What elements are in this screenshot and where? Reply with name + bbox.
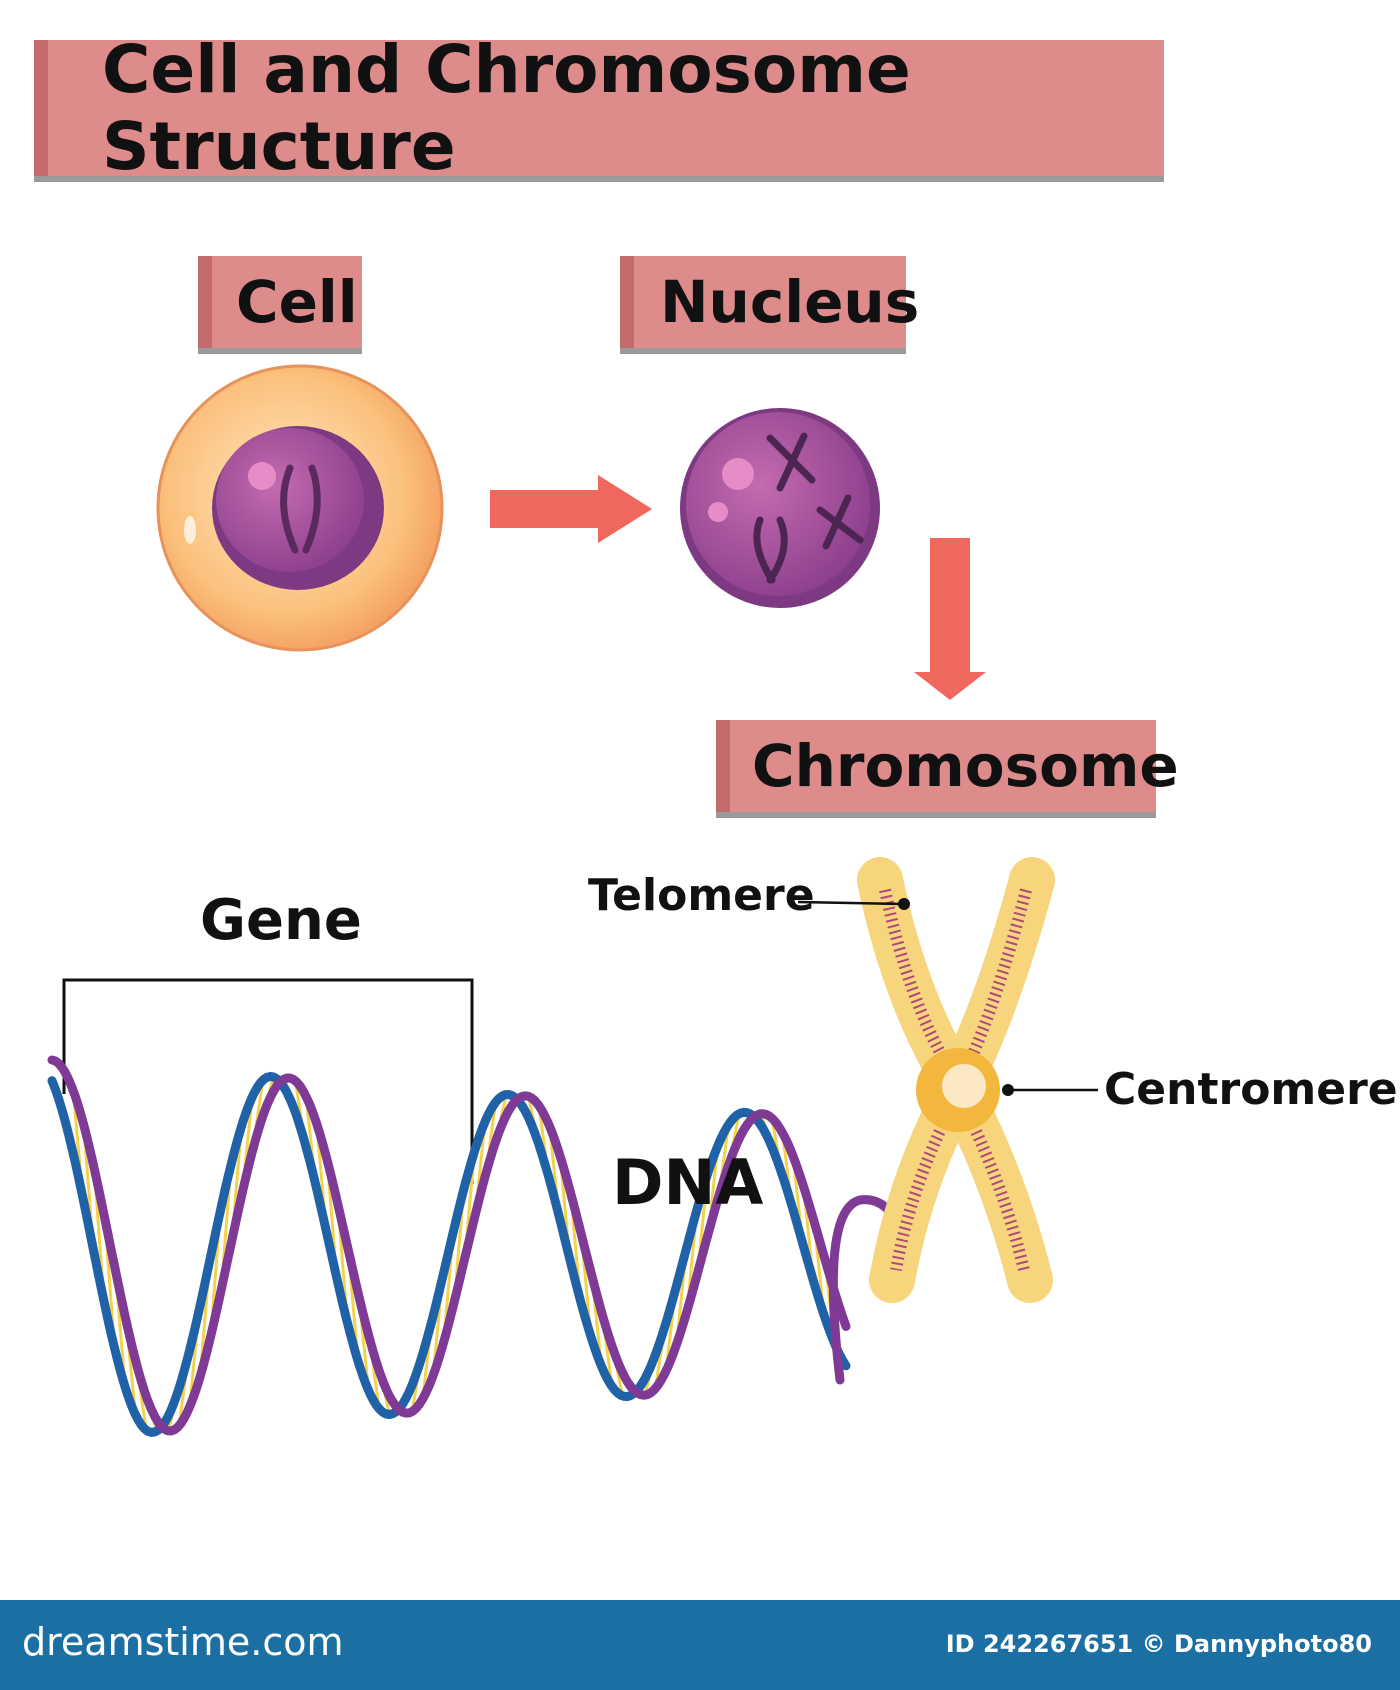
cell-icon (156, 364, 444, 652)
dna-strand-purple (47, 1055, 851, 1436)
dna-strand-blue (47, 1071, 851, 1437)
dna-helix-icon (47, 1055, 910, 1437)
down-arrow-icon (914, 538, 986, 700)
gene-bracket (62, 978, 474, 1184)
footer-brand[interactable]: dreamstime.com (22, 1620, 344, 1664)
right-arrow-icon (490, 475, 652, 543)
nucleus-icon (680, 408, 880, 608)
telomere-label: Telomere (588, 870, 815, 921)
centromere-label: Centromere (1104, 1064, 1398, 1115)
page-title: Cell and Chromosome Structure (34, 31, 1164, 185)
nucleus-label: Nucleus (620, 256, 919, 348)
chromosome-label: Chromosome (716, 720, 1179, 812)
footer-image-id: ID 242267651 © Dannyphoto80 (945, 1630, 1372, 1658)
chromosome-icon (797, 857, 1098, 1303)
cell-label: Cell (198, 256, 362, 348)
dna-label: DNA (612, 1146, 764, 1219)
footer-bar: dreamstime.com ID 242267651 © Dannyphoto… (0, 1600, 1400, 1690)
gene-label: Gene (200, 888, 362, 953)
